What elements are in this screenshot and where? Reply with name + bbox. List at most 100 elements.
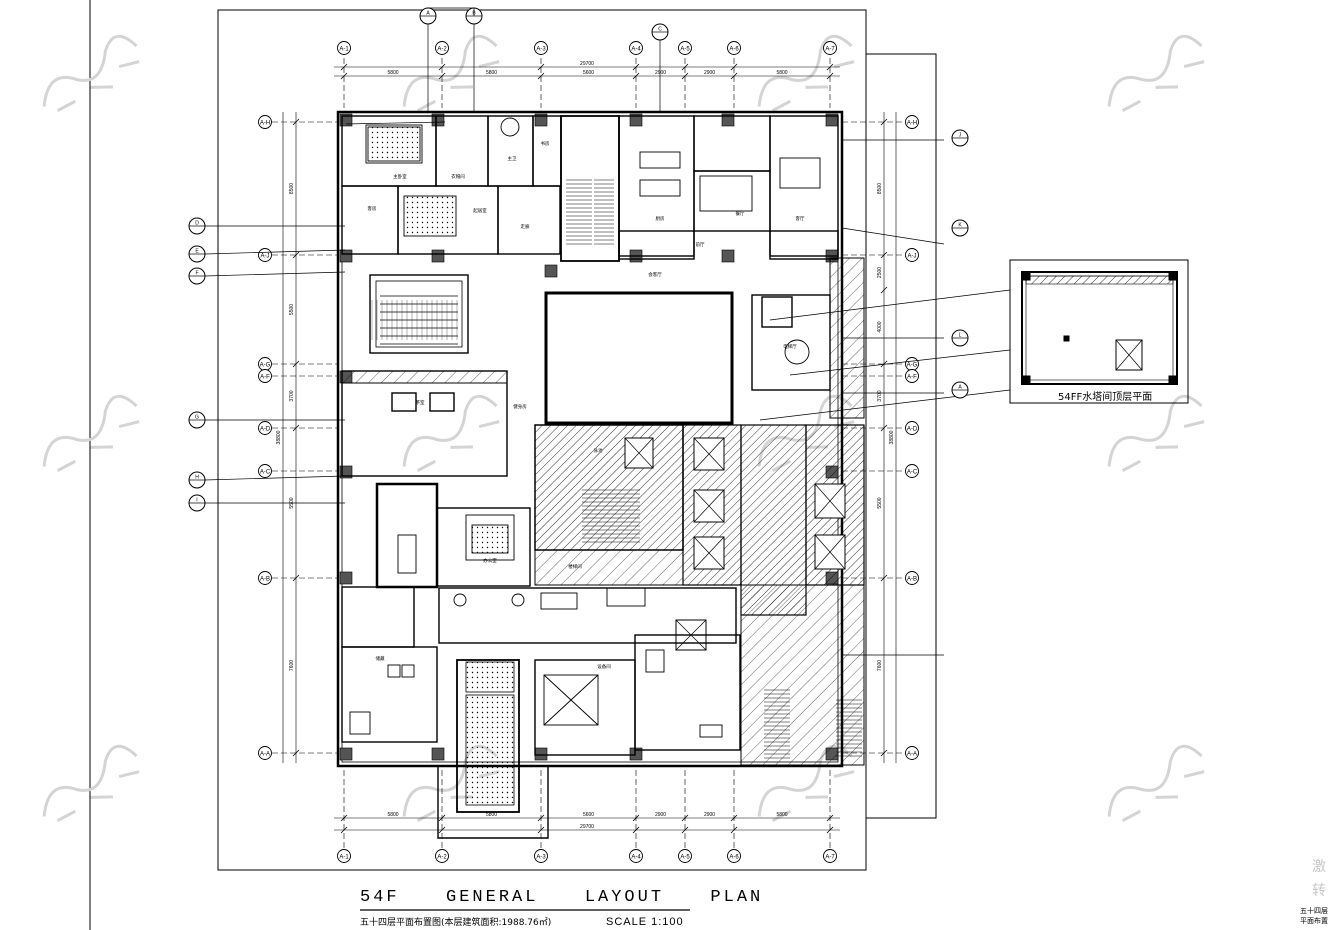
grid-bubble-label: A-D <box>260 427 271 433</box>
room-label: 书房 <box>541 140 550 147</box>
sheet-frame <box>217 9 867 871</box>
grid-bubble-label: A-F <box>907 375 917 381</box>
room-label: 电梯厅 <box>783 343 797 350</box>
dim-label: 2900 <box>704 812 715 818</box>
grid-bubble <box>337 849 351 863</box>
watermark-mark <box>402 394 500 472</box>
dim-tick <box>681 826 689 834</box>
dim-tick <box>632 814 640 822</box>
dim-tick <box>880 286 888 294</box>
dim-label: 8500 <box>289 183 295 194</box>
grid-bubble <box>678 41 692 55</box>
watermark-mark <box>42 394 140 472</box>
grid-bubble <box>258 248 272 262</box>
dim-label: 8500 <box>877 183 883 194</box>
marker-leader <box>204 475 346 481</box>
section-marker-letter: A <box>958 385 962 391</box>
grid-bubble-label: A-A <box>907 752 917 758</box>
room-label: 办公室 <box>483 557 497 564</box>
leader-lines <box>759 139 1011 656</box>
structural-column <box>339 249 353 263</box>
grid-bubble-label: A-B <box>907 577 917 583</box>
grid-bubble <box>258 421 272 435</box>
grid-bubble <box>905 248 919 262</box>
grid-bubble <box>629 41 643 55</box>
grid-bubble <box>258 746 272 760</box>
inset-plan-label: 54FF水塔间顶层平面 <box>1058 392 1153 403</box>
dim-tick <box>537 63 545 71</box>
edge-watermark-char-2: 转 <box>1312 883 1326 899</box>
structural-column <box>534 113 548 127</box>
dim-label: 5800 <box>486 812 497 818</box>
grid-bubble <box>905 421 919 435</box>
grid-bubble-label: A-7 <box>825 47 835 53</box>
grid-bubble-label: A-G <box>260 363 271 369</box>
grid-bubble <box>727 849 741 863</box>
dim-label: 2500 <box>877 267 883 278</box>
elevator-cross <box>814 534 846 570</box>
structural-column <box>431 113 445 127</box>
section-marker-letter: L <box>959 333 962 339</box>
room-label: 厨房 <box>656 215 665 222</box>
marker-leader <box>204 249 346 255</box>
dim-label: 5800 <box>387 70 398 76</box>
dim-label: 2900 <box>704 70 715 76</box>
room-label: 储藏 <box>376 655 385 662</box>
grid-bubble-label: A-7 <box>825 855 835 861</box>
grid-bubble <box>337 41 351 55</box>
section-markers: ABCDEFGHIJKLA <box>188 7 969 512</box>
structural-column <box>721 113 735 127</box>
interior-walls <box>341 115 839 839</box>
sheet-bracket <box>866 53 937 819</box>
dim-tick <box>826 814 834 822</box>
watermark-group <box>42 34 1205 822</box>
grid-bubble-label: A-C <box>260 470 271 476</box>
dim-tick <box>730 63 738 71</box>
dim-total: 38800 <box>276 430 282 444</box>
section-marker-letter: D <box>195 221 199 227</box>
grid-bubble <box>435 849 449 863</box>
plan-title: 54F GENERAL LAYOUT PLAN <box>360 888 764 907</box>
dim-tick <box>730 814 738 822</box>
grid-bubble <box>905 369 919 383</box>
grid-bubble-label: A-2 <box>437 855 447 861</box>
room-labels: 主卧室衣帽间主卫书房客房起居室走廊厨房餐厅客厅会客厅前厅电梯厅茶室健身房泳池办公… <box>368 140 805 670</box>
grid-bubble <box>905 464 919 478</box>
room-label: 前厅 <box>696 241 705 248</box>
dim-tick <box>730 72 738 80</box>
dim-tick <box>826 72 834 80</box>
room-label: 走廊 <box>521 223 530 230</box>
dim-tick <box>880 251 888 259</box>
room-label: 衣帽间 <box>451 173 465 180</box>
elevator-cross <box>693 489 725 523</box>
grid-bubble <box>678 849 692 863</box>
section-marker-letter: K <box>958 223 962 229</box>
grid-bubble-label: A-3 <box>536 855 546 861</box>
grid-bubble-label: A-1 <box>339 855 349 861</box>
dim-label: 5500 <box>289 304 295 315</box>
grid-bubble <box>905 115 919 129</box>
room-label: 会客厅 <box>648 271 662 278</box>
grid-bubble-label: A-A <box>260 752 270 758</box>
section-marker-letter: G <box>195 415 199 421</box>
dim-label: 2900 <box>655 812 666 818</box>
grid-bubble <box>258 464 272 478</box>
grid-bubble-label: A-5 <box>680 855 690 861</box>
room-label: 餐厅 <box>736 210 745 217</box>
dim-tick <box>880 118 888 126</box>
grid-bubble <box>258 369 272 383</box>
grid-bubble-label: A-G <box>907 363 918 369</box>
structural-column <box>431 249 445 263</box>
structural-column <box>431 747 445 761</box>
structural-column <box>629 113 643 127</box>
furniture <box>349 117 821 738</box>
dim-tick <box>292 574 300 582</box>
grid-bubble <box>534 849 548 863</box>
grid-bubble-label: A-2 <box>437 47 447 53</box>
dim-total: 38800 <box>889 430 895 444</box>
dim-label: 5500 <box>877 497 883 508</box>
structural-column <box>544 264 558 278</box>
structural-column <box>339 113 353 127</box>
